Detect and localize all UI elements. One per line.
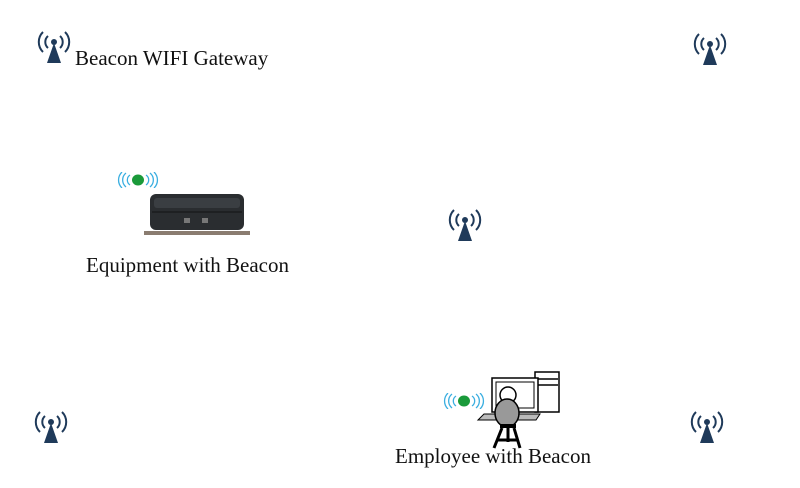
wifi-tower-icon: [693, 33, 727, 66]
beacon-signal-icon: [117, 172, 159, 188]
wifi-tower-icon: [690, 411, 724, 444]
wifi-tower-icon: [37, 31, 71, 64]
employee-label: Employee with Beacon: [395, 444, 591, 468]
wifi-tower-icon: [34, 411, 68, 444]
employee-at-computer-icon: [476, 371, 560, 449]
equipment-label: Equipment with Beacon: [86, 253, 289, 277]
wifi-tower-icon: [448, 209, 482, 242]
equipment-case-icon: [144, 194, 250, 235]
gateway-label: Beacon WIFI Gateway: [75, 46, 269, 70]
